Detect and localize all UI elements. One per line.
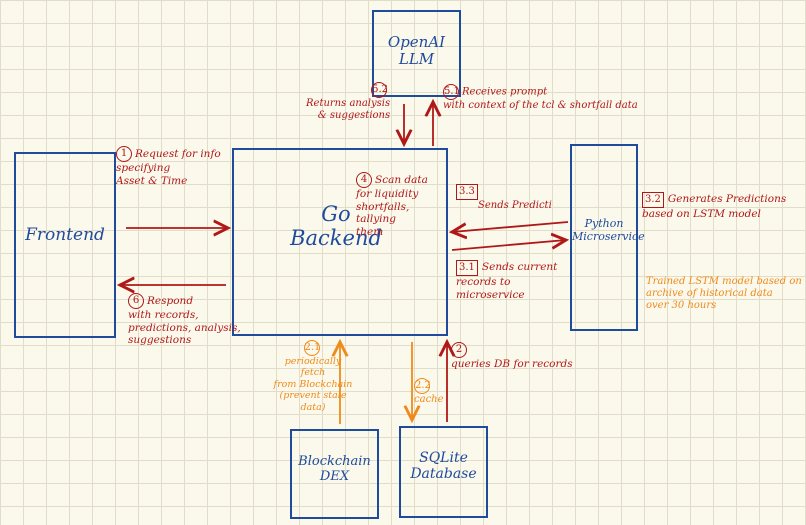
note-sends-predictions-text: Sends Predicti xyxy=(478,200,552,211)
step-6-badge: 6 xyxy=(128,293,144,309)
arrow-backend-to-python xyxy=(451,240,566,251)
note-queries-db: 2 queries DB for records xyxy=(451,342,573,371)
step-3-1-badge: 3.1 xyxy=(456,260,478,276)
note-returns-analysis: 5.2 Returns analysis & suggestions xyxy=(306,82,390,122)
step-1-badge: 1 xyxy=(116,146,132,162)
note-receives-prompt-text: Receives prompt with context of the tcl … xyxy=(443,86,638,112)
sqlite-database-label: SQLite Database xyxy=(410,450,477,483)
note-respond-text: Respond with records, predictions, analy… xyxy=(128,295,241,347)
step-3-3-badge: 3.3 xyxy=(456,184,478,200)
note-generates-predictions-text: Generates Predictions based on LSTM mode… xyxy=(642,193,787,220)
frontend-box: Frontend xyxy=(14,152,116,338)
step-4-badge: 4 xyxy=(356,172,372,188)
blockchain-dex-box: Blockchain DEX xyxy=(290,429,379,519)
step-5-1-badge: 5.1 xyxy=(443,84,460,100)
note-scan-data-text: Scan data for liquidity shortfalls, tall… xyxy=(356,174,428,238)
python-microservice-label: Python Microservice xyxy=(572,217,645,243)
note-sends-current-records-text: Sends current records to microservice xyxy=(456,261,558,301)
note-periodically-fetch: 2.1 periodically fetch from Blockchain (… xyxy=(272,340,354,413)
note-periodically-fetch-text: periodically fetch from Blockchain (prev… xyxy=(273,356,353,413)
note-queries-db-text: queries DB for records xyxy=(451,358,573,370)
step-5-2-badge: 5.2 xyxy=(371,82,388,98)
frontend-label: Frontend xyxy=(25,225,105,245)
step-2-badge: 2 xyxy=(451,342,467,358)
note-returns-analysis-text: Returns analysis & suggestions xyxy=(306,98,391,121)
openai-llm-box: OpenAI LLM xyxy=(372,10,461,97)
sqlite-database-box: SQLite Database xyxy=(399,426,488,518)
note-trained-lstm: Trained LSTM model based on archive of h… xyxy=(646,276,802,311)
note-request-info-text: Request for info specifying Asset & Time xyxy=(116,148,221,187)
note-sends-predictions: 3.3 Sends Predicti xyxy=(456,184,552,212)
python-microservice-box: Python Microservice xyxy=(570,144,645,331)
go-backend-label: Go Backend xyxy=(290,202,382,251)
arrow-python-to-backend xyxy=(452,221,569,232)
step-2-1-badge: 2.1 xyxy=(303,340,320,356)
go-backend-box: Go Backend xyxy=(232,148,448,336)
note-cache-text: cache xyxy=(414,394,444,405)
openai-llm-label: OpenAI LLM xyxy=(387,33,446,69)
step-2-2-badge: 2.2 xyxy=(414,378,431,394)
blockchain-dex-label: Blockchain DEX xyxy=(298,454,371,484)
note-cache: 2.2 cache xyxy=(414,378,444,406)
step-3-2-badge: 3.2 xyxy=(642,192,664,208)
